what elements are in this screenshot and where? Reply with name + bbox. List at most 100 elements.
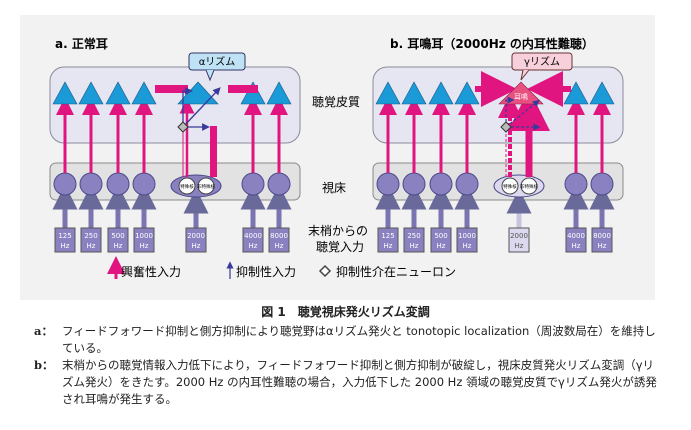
frequency-unit: Hz (275, 242, 284, 250)
frequency-label: 2000 (510, 232, 528, 240)
frequency-unit: Hz (437, 242, 446, 250)
specific-nucleus-label: 特殊核 (503, 183, 517, 190)
cortex-neuron (454, 81, 480, 105)
cortex-neuron (266, 81, 292, 105)
cortex-neuron (78, 81, 104, 105)
frequency-box (377, 227, 399, 253)
frequency-unit: Hz (463, 242, 472, 250)
frequency-unit: Hz (410, 242, 419, 250)
input-label-1: 末梢からの (308, 223, 368, 238)
frequency-unit: Hz (515, 242, 524, 250)
inhibitory-arrow (182, 87, 221, 128)
nonspecific-nucleus (197, 177, 215, 195)
thalamus-neuron (376, 172, 400, 196)
thalamus-neuron (132, 172, 156, 196)
inhibitory-arrow (182, 87, 193, 127)
weak-inhibitory-arrow (505, 99, 540, 128)
legend-inhibitory: 抑制性入力 (236, 264, 296, 279)
caption-a-key: a： (34, 324, 53, 338)
thalamus-neuron (53, 172, 77, 196)
callout-pointer (520, 69, 530, 81)
lateral-excitatory-bar (155, 85, 188, 93)
nonspecific-nucleus (520, 177, 538, 195)
alpha-rhythm-label: αリズム (199, 55, 236, 68)
frequency-label: 4000 (244, 232, 262, 240)
thalamus-neuron (106, 172, 130, 196)
nonspecific-nucleus-label: 非特殊核 (520, 183, 538, 190)
thalamus-neuron (402, 172, 426, 196)
specific-nucleus (178, 177, 196, 195)
frequency-unit: Hz (249, 242, 258, 250)
cortex-neuron (428, 81, 454, 105)
frequency-box (565, 227, 587, 253)
frequency-box (591, 227, 613, 253)
frequency-label: 2000 (187, 232, 205, 240)
frequency-box (133, 227, 155, 253)
panel-b-title: b. 耳鳴耳（2000Hz の内耳性難聴） (390, 36, 594, 51)
cortex-box (49, 66, 301, 144)
specific-nucleus-label: 特殊核 (180, 183, 194, 190)
caption-a: a： フィードフォワード抑制と側方抑制により聴覚野はαリズム発火と tonotop… (34, 323, 664, 357)
frequency-label: 125 (381, 232, 394, 240)
frequency-label: 500 (434, 232, 447, 240)
frequency-box (185, 227, 207, 253)
frequency-unit: Hz (114, 242, 123, 250)
frequency-box (242, 227, 264, 253)
thalamus-neuron (564, 172, 588, 196)
interneuron-diamond-icon (500, 121, 512, 133)
frequency-box (403, 227, 425, 253)
thalamus-label: 視床 (322, 180, 346, 195)
frequency-unit: Hz (140, 242, 149, 250)
frequency-box (268, 227, 290, 253)
cortex-neuron (563, 81, 589, 105)
frequency-unit: Hz (384, 242, 393, 250)
cortex-label: 聴覚皮質 (312, 94, 360, 109)
nonspecific-nucleus-label: 非特殊核 (197, 183, 215, 190)
interneuron-diamond-icon (318, 264, 332, 278)
frequency-unit: Hz (598, 242, 607, 250)
frequency-unit: Hz (87, 242, 96, 250)
specific-nucleus (501, 177, 519, 195)
alpha-rhythm-box (188, 52, 246, 71)
frequency-label: 4000 (567, 232, 585, 240)
panel-a: 125Hz250Hz500Hz1000Hz2000Hz4000Hz8000Hz特… (49, 52, 301, 253)
callout-pointer (205, 69, 215, 82)
thalamus-neuron (79, 172, 103, 196)
caption-a-text: フィードフォワード抑制と側方抑制により聴覚野はαリズム発火と tonotopic… (62, 324, 656, 355)
frequency-unit: Hz (61, 242, 70, 250)
cortex-neuron (105, 81, 131, 105)
cortex-neuron (375, 81, 401, 105)
cortex-neuron (401, 81, 427, 105)
weak-inhibitory-arrow (505, 96, 515, 127)
panel-b: 125Hz250Hz500Hz1000Hz2000Hz4000Hz8000Hz特… (372, 52, 624, 253)
caption-title: 図 1 聴覚視床発火リズム変調 (261, 305, 430, 319)
cortex-neuron (52, 81, 78, 105)
caption-b: b：末梢からの聴覚情報入力低下により，フィードフォワード抑制と側方抑制が破綻し，… (34, 357, 664, 408)
frequency-box (54, 227, 76, 253)
thalamus-neuron (455, 172, 479, 196)
legend-interneuron: 抑制性介在ニューロン (336, 264, 456, 279)
frequency-label: 250 (84, 232, 97, 240)
cortex-neuron (131, 81, 157, 105)
gamma-rhythm-label: γリズム (524, 55, 560, 68)
legend-excitatory: 興奮性入力 (121, 264, 181, 279)
frequency-box (430, 227, 452, 253)
thalamus-neuron (241, 172, 265, 196)
frequency-label: 1000 (458, 232, 476, 240)
frequency-unit: Hz (572, 242, 581, 250)
lateral-excitatory-bar (228, 85, 258, 93)
thick-excitatory-bar (210, 126, 217, 177)
thalamus-neuron (429, 172, 453, 196)
frequency-label: 8000 (593, 232, 611, 240)
thalamus-neuron (590, 172, 614, 196)
input-label-2: 聴覚入力 (316, 240, 364, 254)
gamma-rhythm-box (511, 52, 573, 71)
frequency-label: 1000 (135, 232, 153, 240)
frequency-box (508, 227, 530, 253)
caption-b-key: b： (34, 358, 54, 372)
frequency-label: 8000 (270, 232, 288, 240)
frequency-unit: Hz (192, 242, 201, 250)
cortex-neuron (589, 81, 615, 105)
